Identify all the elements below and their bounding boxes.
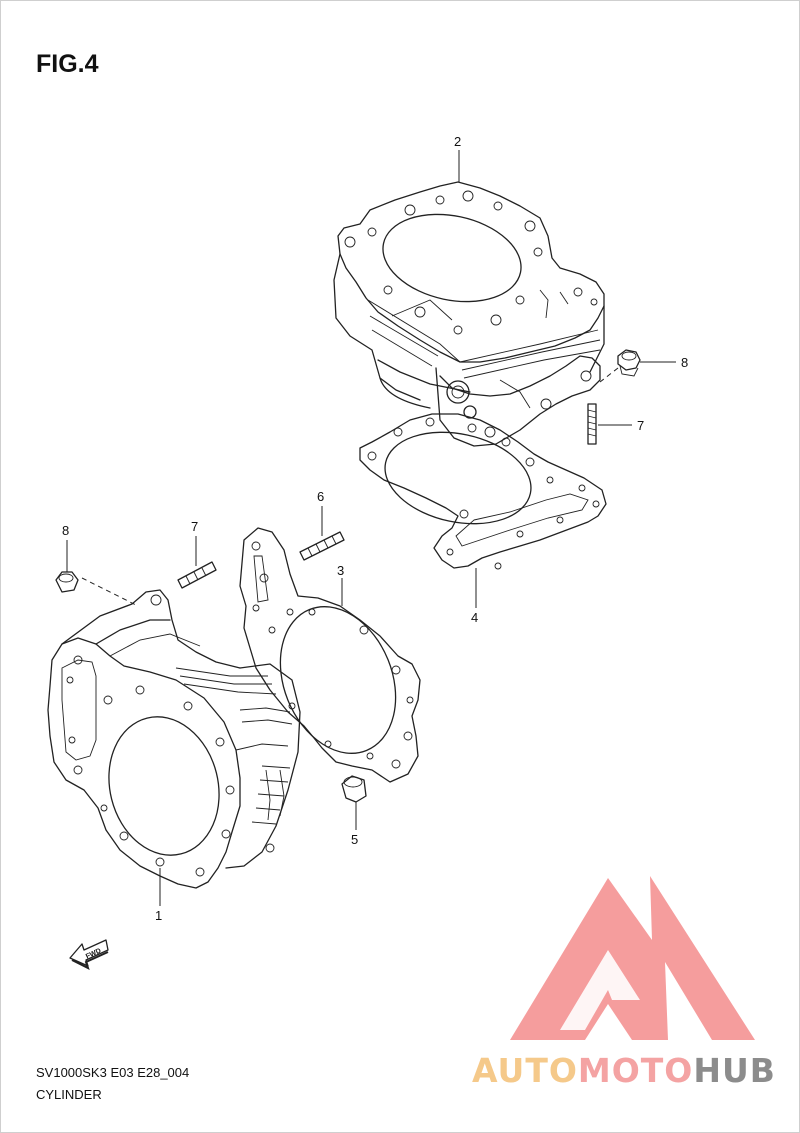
- alignment-line-8-upper: [599, 367, 619, 383]
- alignment-line-8-lower: [81, 577, 139, 607]
- part-3-gasket-lower: [239, 527, 421, 783]
- callout-leaders: [66, 150, 676, 906]
- part-7-stud-upper: [587, 403, 597, 445]
- callout-7-lower: 7: [191, 519, 198, 534]
- watermark-text: AUTOMOTOHUB: [472, 1051, 776, 1090]
- watermark-auto: AUTO: [472, 1051, 578, 1090]
- fwd-arrow-icon: FWD: [69, 939, 109, 970]
- part-4-gasket-upper: [359, 413, 607, 570]
- callout-1: 1: [155, 908, 162, 923]
- watermark-moto: MOTO: [578, 1051, 693, 1090]
- callout-2: 2: [454, 134, 461, 149]
- diagram-code: SV1000SK3 E03 E28_004: [36, 1065, 190, 1080]
- callout-4: 4: [471, 610, 478, 625]
- callout-3: 3: [337, 563, 344, 578]
- figure-title: FIG.4: [36, 50, 99, 78]
- part-7-stud-lower: [177, 561, 217, 589]
- part-1-cylinder-lower: [47, 589, 301, 889]
- part-8-nut-lower: [55, 571, 79, 593]
- callout-8-upper: 8: [681, 355, 688, 370]
- part-5-dowel: [341, 775, 367, 803]
- part-8-nut-upper: [617, 349, 641, 377]
- part-2-cylinder-upper: [333, 181, 605, 447]
- watermark-logo: [510, 876, 755, 1040]
- callout-7-upper: 7: [637, 418, 644, 433]
- diagram-name: CYLINDER: [36, 1087, 102, 1102]
- callout-5: 5: [351, 832, 358, 847]
- callout-6: 6: [317, 489, 324, 504]
- callout-8-lower: 8: [62, 523, 69, 538]
- part-6-stud: [299, 531, 345, 561]
- watermark-hub: HUB: [693, 1051, 776, 1090]
- watermark-logo-shape: [510, 876, 755, 1040]
